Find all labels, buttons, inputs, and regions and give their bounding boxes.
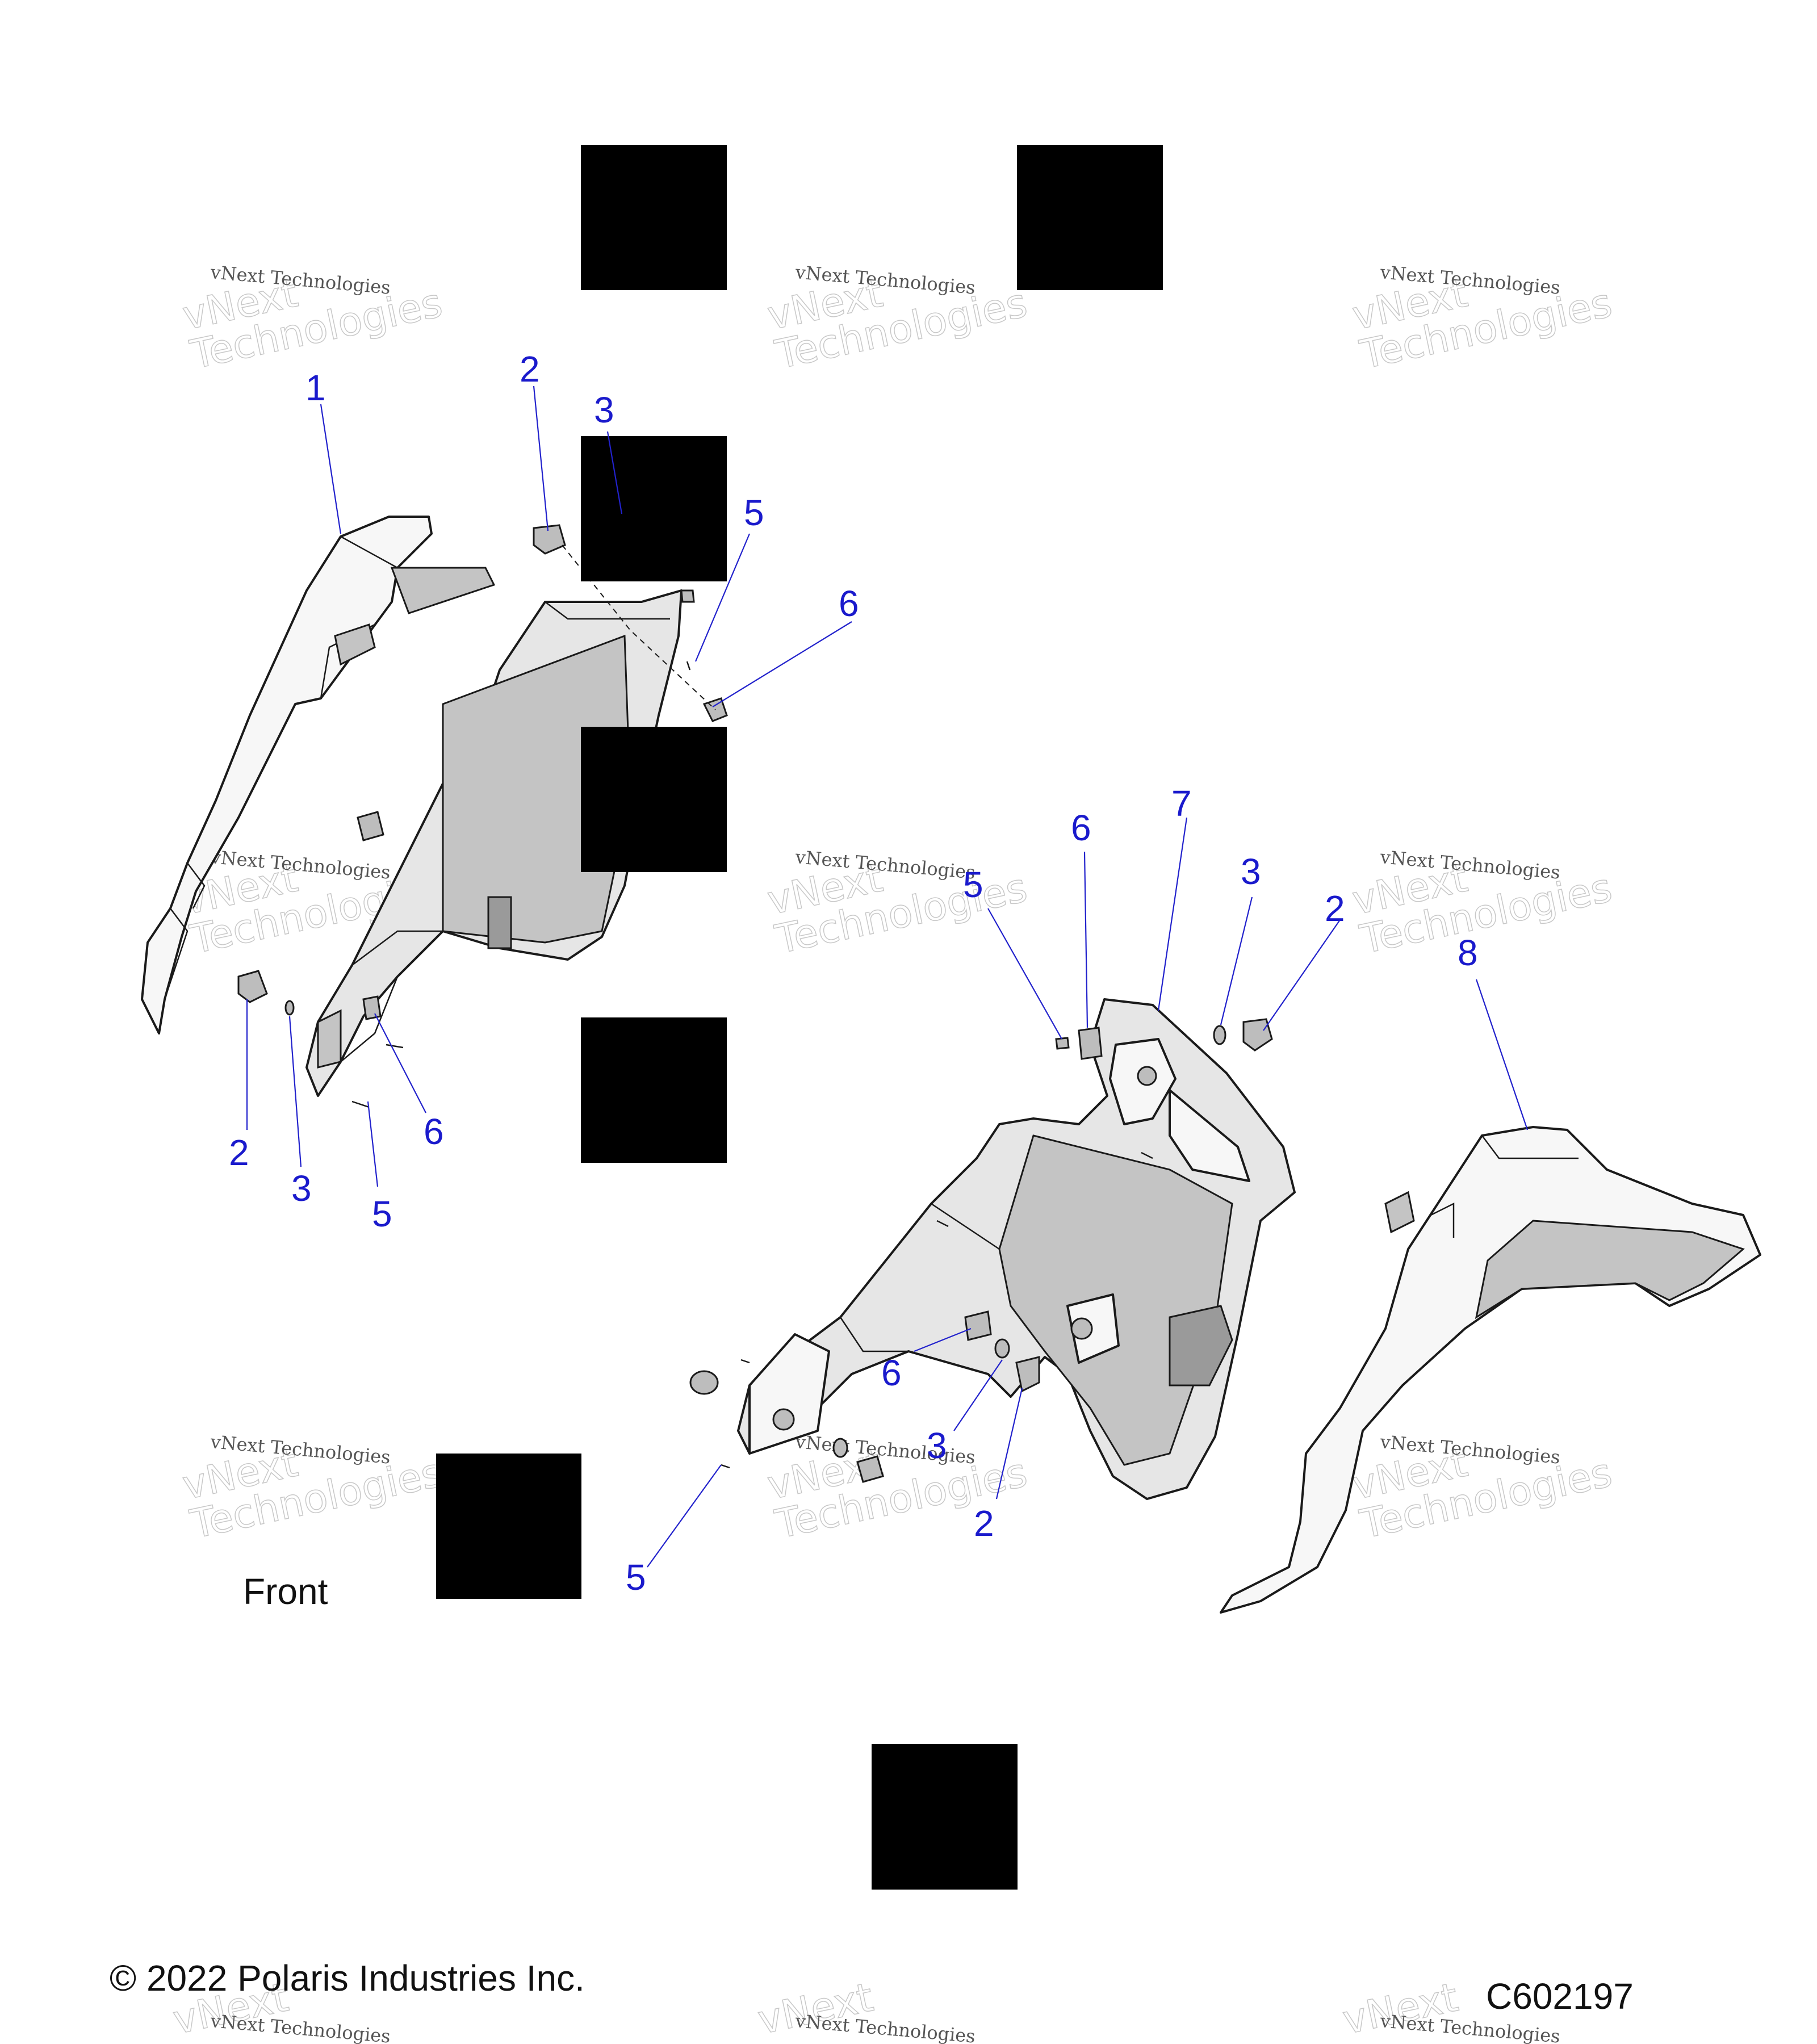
callout-5: 5: [744, 492, 764, 533]
callout-3: 3: [927, 1425, 947, 1466]
right-hardware: [689, 1018, 1273, 1483]
watermark: vNext Technologies vNext Technologies: [1348, 261, 1617, 379]
copyright-text: © 2022 Polaris Industries Inc.: [110, 1958, 585, 1999]
callout-2: 2: [229, 1132, 249, 1173]
part-8-right-outer-panel: [1220, 1126, 1761, 1614]
redaction-block: [436, 1454, 581, 1599]
leader-lines: [246, 386, 1529, 1568]
redaction-block: [581, 727, 727, 872]
callout-8: 8: [1458, 932, 1478, 973]
redaction-block: [581, 1017, 727, 1163]
watermark: vNext Technologies vNext Technologies: [763, 261, 1032, 379]
callout-7: 7: [1171, 783, 1192, 824]
redaction-block: [872, 1744, 1018, 1890]
part-1-left-outer-panel: [141, 516, 496, 1034]
callout-6: 6: [424, 1111, 444, 1152]
svg-text:vNext Technologies: vNext Technologies: [209, 2010, 391, 2044]
redaction-block: [581, 436, 727, 581]
orientation-label: Front: [243, 1571, 328, 1612]
callouts: 1 2 3 5 6 2 3 5 6 6 7 5 3 2 8 6 3 2 5: [229, 349, 1478, 1598]
watermark: vNext Technologies vNext Technologies: [1348, 1431, 1617, 1548]
callout-3: 3: [291, 1168, 312, 1209]
callout-6: 6: [1071, 807, 1091, 848]
callout-3: 3: [1241, 851, 1261, 892]
callout-1: 1: [305, 367, 326, 408]
callout-6: 6: [839, 583, 859, 624]
watermark: vNext Technologies vNext Technologies: [178, 261, 447, 379]
callout-3: 3: [594, 389, 614, 430]
callout-2: 2: [974, 1503, 994, 1544]
svg-text:vNext Technologies: vNext Technologies: [794, 2010, 976, 2044]
part-7-main-frame: [737, 998, 1296, 1500]
callout-2: 2: [1325, 888, 1345, 929]
callout-6: 6: [881, 1352, 902, 1393]
callout-5: 5: [626, 1557, 646, 1598]
redaction-blocks: [436, 145, 1163, 1890]
watermark: vNext vNext Technologies: [753, 1974, 976, 2044]
left-hardware: [237, 524, 728, 1108]
redaction-block: [581, 145, 727, 290]
callout-5: 5: [372, 1193, 392, 1234]
drawing-number: C602197: [1486, 1976, 1634, 2017]
callout-5: 5: [963, 864, 983, 905]
redaction-block: [1017, 145, 1163, 290]
watermark: vNext Technologies vNext Technologies: [178, 1431, 447, 1548]
callout-2: 2: [520, 349, 540, 389]
watermark: vNext Technologies vNext Technologies: [763, 846, 1032, 964]
watermark: vNext Technologies vNext Technologies: [1348, 846, 1617, 964]
